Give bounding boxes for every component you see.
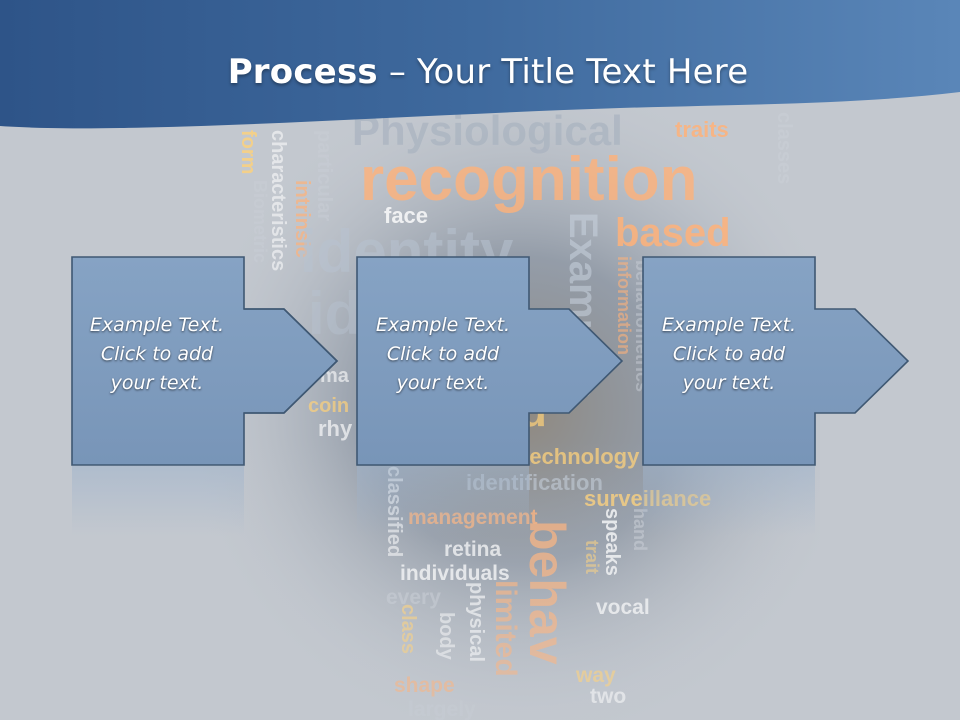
step-text-line: Click to add (386, 343, 500, 365)
svg-text:form: form (237, 130, 259, 174)
step-text-line: Click to add (672, 343, 786, 365)
title-bold: Process (227, 52, 378, 92)
step-text-line: your text. (396, 372, 490, 394)
svg-text:Biometric: Biometric (250, 180, 270, 263)
svg-text:id: id (308, 280, 361, 347)
step-text-line: your text. (682, 372, 776, 394)
step-text-line: Example Text. (661, 314, 797, 336)
step-text-line: Example Text. (375, 314, 511, 336)
slide-title[interactable]: Process – Your Title Text Here (0, 52, 960, 92)
svg-text:intrinsic: intrinsic (291, 180, 313, 258)
process-step-1-shape[interactable] (71, 256, 339, 466)
process-step-1-text[interactable]: Example Text. Click to add your text. (71, 311, 243, 398)
svg-text:recognition: recognition (360, 145, 698, 214)
svg-text:coin: coin (308, 395, 349, 417)
process-step-2-shape[interactable] (356, 256, 624, 466)
process-step-2-text[interactable]: Example Text. Click to add your text. (357, 311, 529, 398)
svg-text:rhy: rhy (318, 416, 353, 441)
header-band (0, 0, 960, 129)
svg-text:characteristics: characteristics (267, 130, 289, 271)
box-reflection (643, 466, 815, 536)
box-reflection (357, 466, 529, 536)
svg-text:traits: traits (675, 117, 729, 142)
step-text-line: your text. (110, 372, 204, 394)
svg-text:face: face (384, 203, 428, 228)
svg-text:based: based (615, 211, 731, 255)
step-text-line: Example Text. (89, 314, 225, 336)
svg-text:particular: particular (313, 130, 335, 221)
step-text-line: Click to add (100, 343, 214, 365)
process-step-3-text[interactable]: Example Text. Click to add your text. (643, 311, 815, 398)
process-step-3-shape[interactable] (642, 256, 910, 466)
title-rest: – Your Title Text Here (377, 52, 749, 92)
svg-text:classes: classes (773, 112, 795, 184)
box-reflection (72, 466, 244, 536)
svg-text:information: information (614, 256, 634, 355)
